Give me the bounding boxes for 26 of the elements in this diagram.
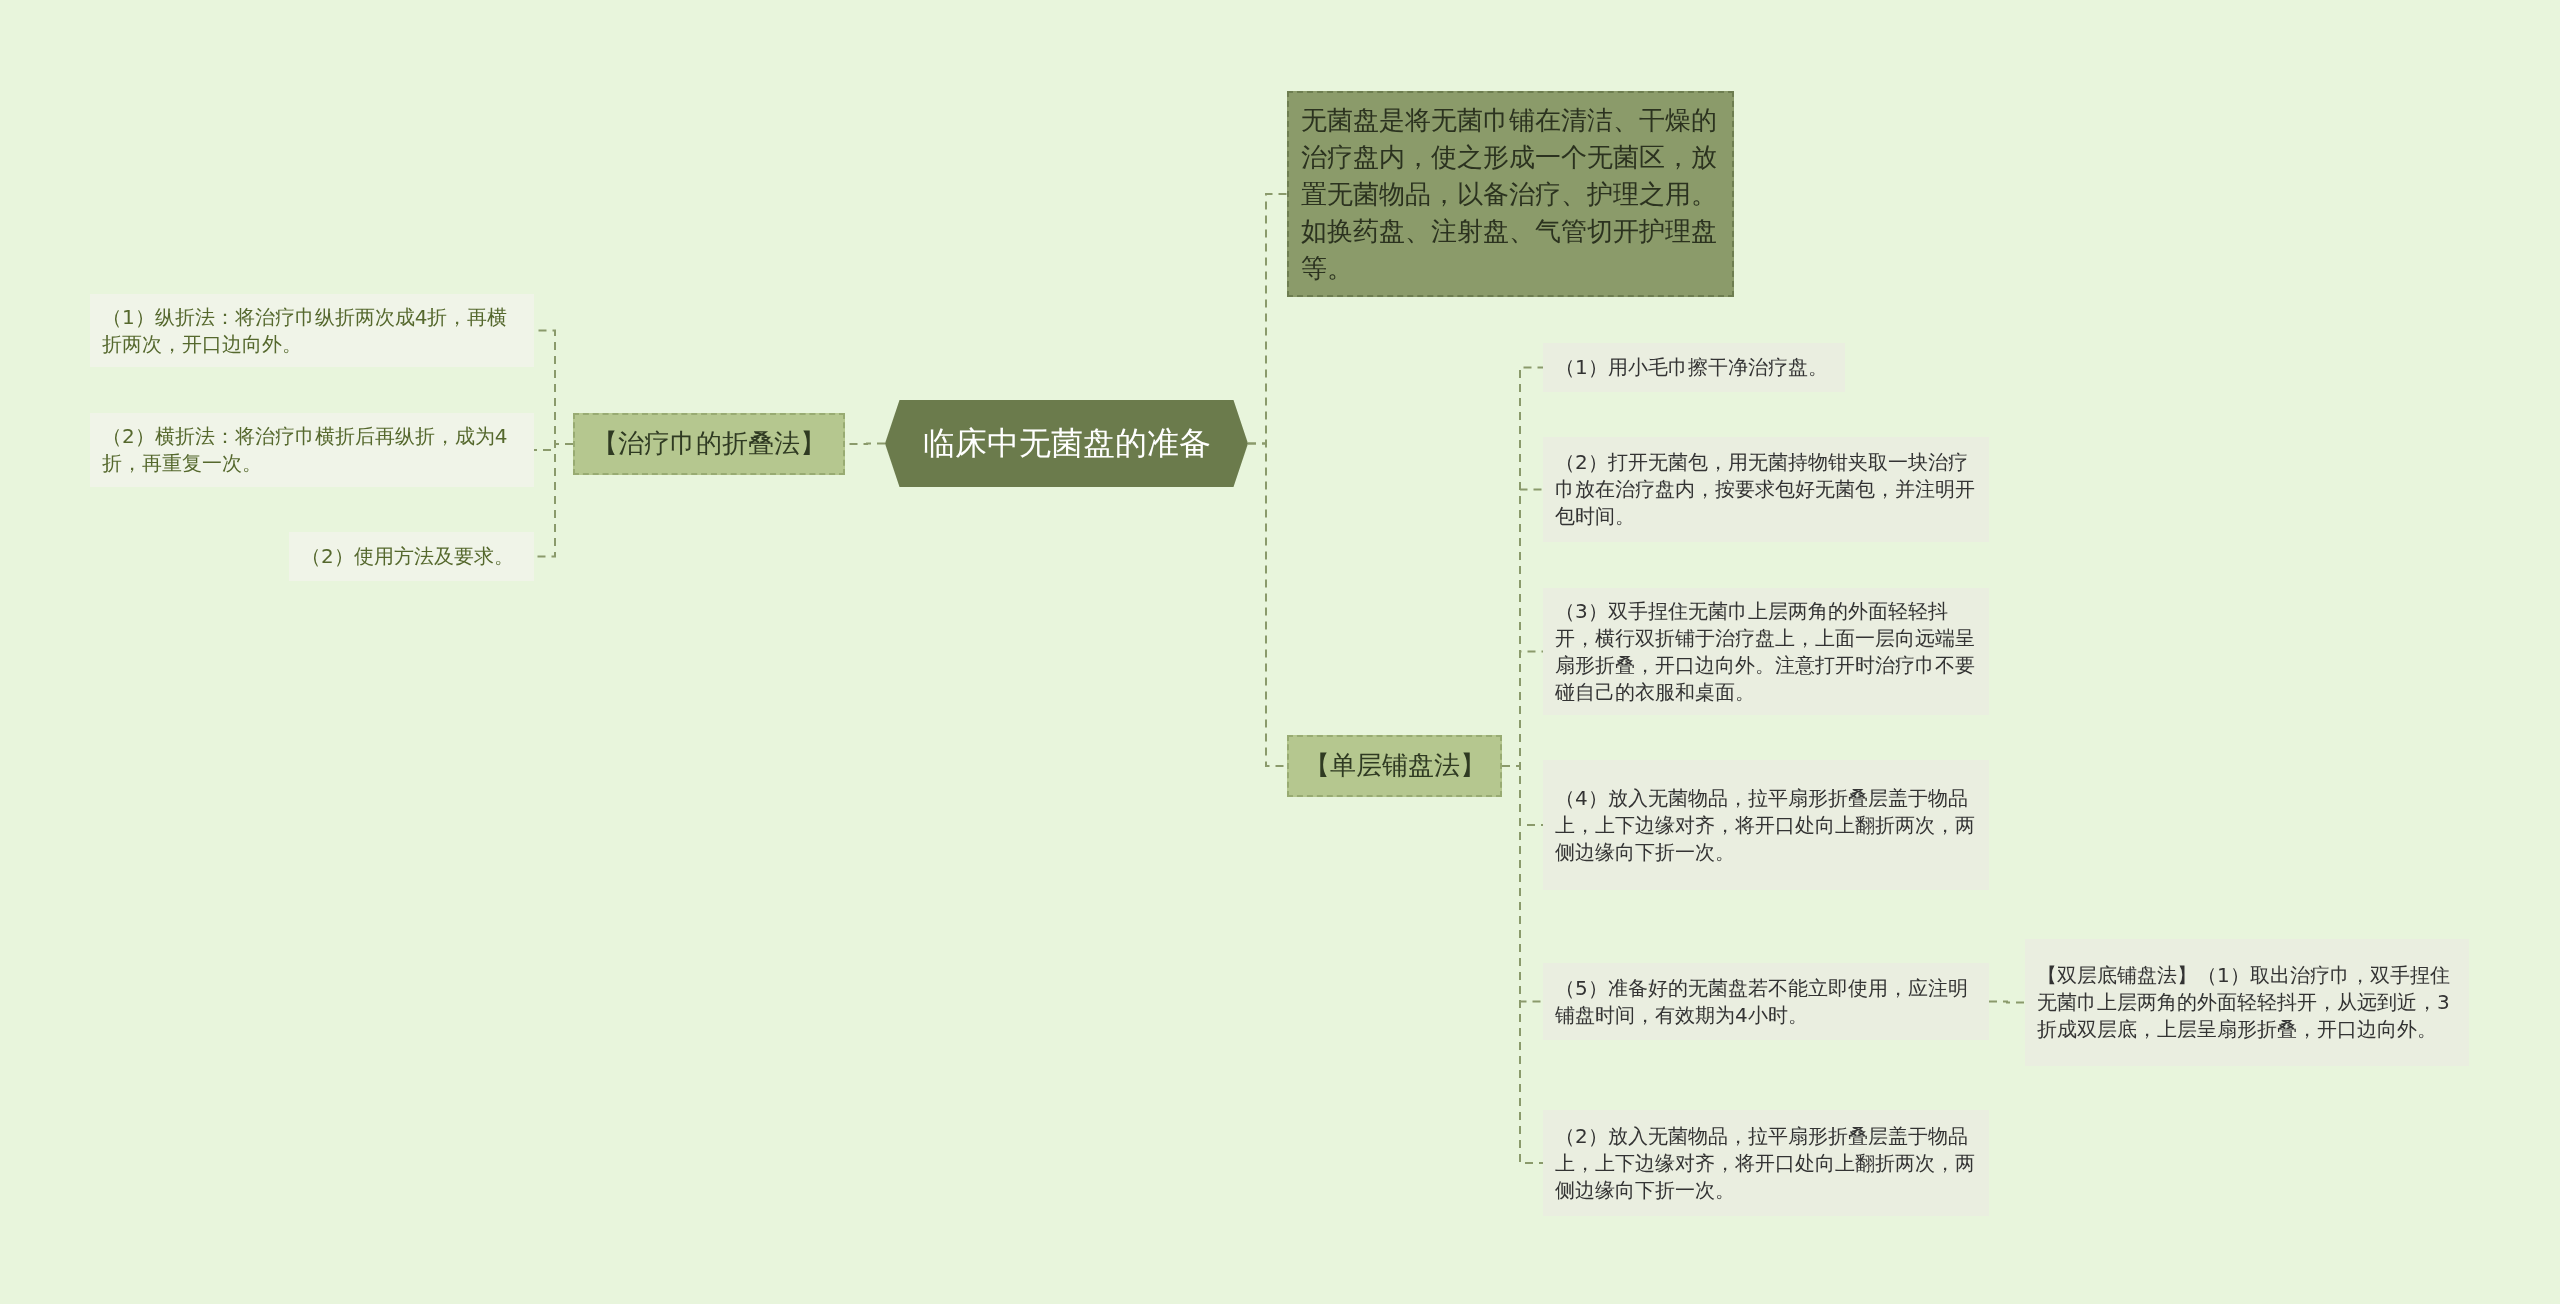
leaf-text: （1）用小毛巾擦干净治疗盘。 xyxy=(1555,354,1828,381)
leaf-box xyxy=(2025,939,2469,1066)
leaf-text: （1）纵折法：将治疗巾纵折两次成4折，再横折两次，开口边向外。 xyxy=(102,303,509,358)
topic-text: 临床中无菌盘的准备 xyxy=(922,422,1211,464)
leaf-text: （5）准备好的无菌盘若不能立即使用，应注明铺盘时间，有效期为4小时。 xyxy=(1555,974,1969,1029)
leaf-box xyxy=(90,413,534,487)
leaf-text: （2）打开无菌包，用无菌持物钳夹取一块治疗巾放在治疗盘内，按要求包好无菌包，并注明开包时间。 xyxy=(1555,449,1976,530)
branch-text: 【单层铺盘法】 xyxy=(1303,749,1486,783)
leaf-box xyxy=(1543,1110,1989,1216)
branch-box xyxy=(573,413,845,475)
leaf-box xyxy=(1543,963,1989,1040)
description-text: 无菌盘是将无菌巾铺在清洁、干燥的治疗盘内，使之形成一个无菌区，放置无菌物品，以备治疗、护理之用。如换药盘、注射盘、气管切开护理盘等。 xyxy=(1301,103,1718,285)
leaf-text: （4）放入无菌物品，拉平扇形折叠层盖于物品上，上下边缘对齐，将开口处向上翻折两次，两侧边缘向下折一次。 xyxy=(1555,784,1976,866)
branch-text: 【治疗巾的折叠法】 xyxy=(592,427,826,461)
leaf-box xyxy=(1543,760,1989,890)
leaf-box xyxy=(1543,588,1989,715)
branch-box xyxy=(1287,735,1502,797)
leaf-text: （3）双手捏住无菌巾上层两角的外面轻轻抖开，横行双折铺于治疗盘上，上面一层向远端呈扇形折叠，开口边向外。注意打开时治疗巾不要碰自己的衣服和桌面。 xyxy=(1555,597,1976,706)
connector-line xyxy=(1988,1000,2026,1004)
leaf-box xyxy=(1543,437,1989,542)
description-box xyxy=(1287,91,1734,297)
leaf-text: （2）放入无菌物品，拉平扇形折叠层盖于物品上，上下边缘对齐，将开口处向上翻折两次，两侧边缘向下折一次。 xyxy=(1555,1122,1976,1204)
leaf-text: （2）横折法：将治疗巾横折后再纵折，成为4折，再重复一次。 xyxy=(102,423,509,477)
leaf-box xyxy=(1543,343,1845,392)
leaf-text: （2）使用方法及要求。 xyxy=(301,543,514,570)
leaf-text: 【双层底铺盘法】（1）取出治疗巾，双手捏住无菌巾上层两角的外面轻轻抖开，从远到近，3折成双层底，上层呈扇形折叠，开口边向外。 xyxy=(2037,962,2451,1043)
